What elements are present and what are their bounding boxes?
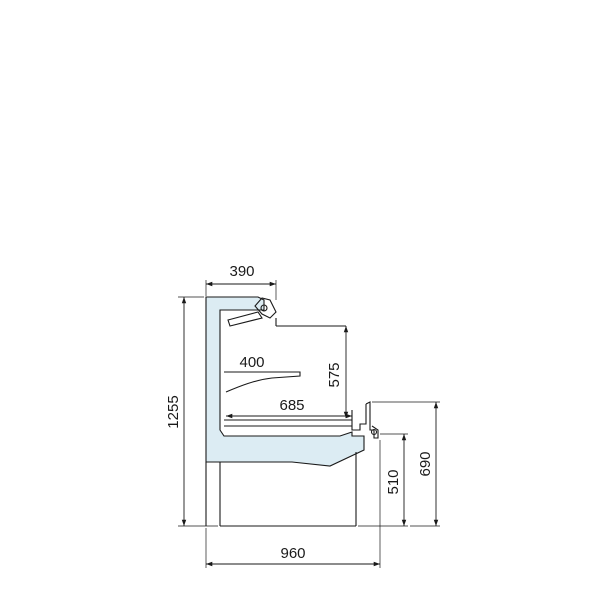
- inner-height-label: 575: [326, 362, 343, 387]
- front-height-label: 690: [417, 451, 434, 476]
- counter-height-label: 510: [385, 469, 402, 494]
- top-depth-label: 390: [229, 263, 254, 280]
- top-hinge: [227, 297, 277, 327]
- shelf-depth-label: 400: [239, 354, 264, 371]
- dim-top-depth: 390: [205, 263, 277, 300]
- base-plinth: [205, 452, 357, 527]
- dim-shelf-depth: 400: [226, 354, 300, 373]
- shelf: [224, 371, 301, 393]
- dim-overall-height: 1255: [165, 296, 218, 527]
- dim-inner-height: 575: [326, 326, 349, 418]
- base-deck: [224, 401, 379, 439]
- dim-overall-depth: 960: [205, 440, 381, 568]
- base-depth-label: 685: [279, 397, 304, 414]
- overall-height-label: 1255: [165, 395, 182, 428]
- dim-base-depth: 685: [226, 397, 352, 419]
- overall-depth-label: 960: [280, 545, 305, 562]
- dim-front-height: 690: [372, 401, 440, 527]
- dim-counter-height: 510: [358, 433, 408, 527]
